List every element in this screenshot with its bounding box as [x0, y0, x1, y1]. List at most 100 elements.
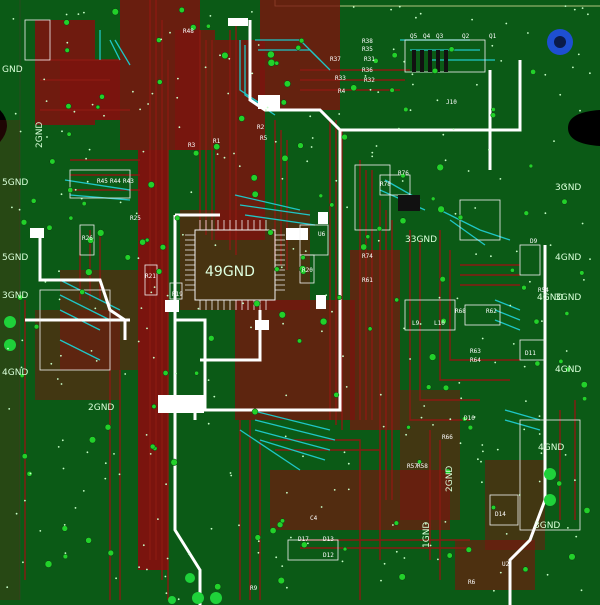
ref-q3: Q3 — [436, 33, 444, 40]
power-trace-pads — [30, 18, 328, 413]
stitch-via — [307, 542, 309, 545]
via — [300, 268, 307, 275]
stitch-via — [77, 13, 80, 16]
stitch-via — [284, 435, 287, 438]
ref-r6: R6 — [468, 579, 476, 586]
ref-r32: R32 — [364, 77, 375, 84]
stitch-via — [210, 527, 213, 530]
stitch-via — [449, 418, 452, 421]
stitch-via — [169, 31, 171, 34]
stitch-via — [137, 257, 140, 260]
ref-d13: D13 — [323, 536, 334, 543]
via — [20, 219, 28, 226]
stitch-via — [90, 350, 93, 352]
via — [46, 224, 53, 231]
stitch-via — [523, 428, 526, 431]
ref-r31: R31 — [364, 56, 375, 63]
ref-r48: R48 — [183, 28, 194, 35]
ref-r38: R38 — [362, 38, 373, 45]
ref-r20: R20 — [302, 267, 313, 274]
stitch-via — [380, 579, 382, 582]
via — [19, 373, 25, 378]
ground-stitching — [6, 5, 591, 601]
via — [194, 370, 199, 376]
stitch-via — [401, 180, 404, 182]
stitch-via — [412, 83, 414, 86]
stitch-via — [65, 13, 68, 16]
ref-r5: R5 — [260, 135, 268, 142]
via — [157, 79, 163, 85]
via — [26, 470, 33, 477]
stitch-via — [113, 453, 115, 455]
via — [360, 243, 368, 251]
stitch-via — [471, 18, 473, 21]
stitch-via — [423, 405, 426, 407]
via — [448, 46, 455, 53]
stitch-via — [345, 386, 348, 388]
silkscreen-outlines — [24, 19, 581, 561]
via — [394, 297, 400, 303]
net-3gnd-d: 3GND — [534, 521, 560, 531]
net-49gnd: 49GND — [205, 264, 255, 280]
stitch-via — [325, 294, 328, 297]
stitch-via — [175, 372, 177, 375]
stitch-via — [375, 145, 378, 147]
ref-r36: R36 — [362, 67, 373, 74]
stitch-via — [94, 307, 97, 310]
stitch-via — [527, 32, 529, 34]
via — [391, 52, 398, 59]
via — [406, 425, 411, 430]
via — [556, 480, 563, 487]
ref-q1: Q1 — [489, 33, 497, 40]
ref-r63: R63 — [470, 348, 481, 355]
via — [430, 196, 436, 202]
stitch-via — [403, 327, 405, 330]
stitch-via — [564, 184, 566, 187]
stitch-via — [383, 562, 386, 565]
via — [64, 47, 70, 53]
stitch-via — [119, 201, 122, 204]
via — [534, 360, 541, 367]
stitch-via — [505, 533, 508, 535]
stitch-via — [275, 556, 278, 559]
stitch-via — [207, 422, 210, 425]
stitch-via — [62, 467, 65, 470]
via — [417, 459, 422, 465]
via — [336, 294, 342, 301]
stitch-via — [177, 598, 180, 601]
stitch-via — [229, 472, 232, 474]
stitch-via — [544, 73, 547, 76]
stitch-via — [216, 153, 219, 156]
stitch-via — [398, 5, 401, 8]
stitch-via — [251, 72, 254, 75]
stitch-via — [310, 146, 313, 148]
stitch-via — [146, 327, 148, 330]
stitch-via — [103, 114, 105, 117]
stitch-via — [140, 307, 143, 309]
net-1gnd: 1GND — [422, 522, 432, 548]
stitch-via — [577, 53, 580, 56]
via — [63, 19, 70, 26]
stitch-via — [540, 452, 543, 455]
ref-r9: R9 — [250, 585, 258, 592]
via — [523, 210, 529, 216]
stitch-via — [266, 106, 269, 109]
via — [67, 187, 74, 193]
stitch-via — [95, 360, 98, 362]
ref-r26: R26 — [82, 235, 93, 242]
stitch-via — [352, 6, 355, 8]
via — [561, 198, 568, 205]
stitch-via — [145, 434, 148, 436]
stitch-via — [58, 298, 61, 301]
net-5gnd-a: 5GND — [2, 178, 28, 188]
stitch-via — [138, 566, 141, 569]
via — [33, 324, 40, 330]
via — [491, 107, 496, 112]
stitch-via — [257, 540, 260, 543]
stitch-via — [456, 297, 459, 300]
stitch-via — [257, 44, 260, 46]
ref-u6: U6 — [318, 231, 326, 238]
via — [162, 370, 169, 376]
via — [342, 546, 348, 552]
